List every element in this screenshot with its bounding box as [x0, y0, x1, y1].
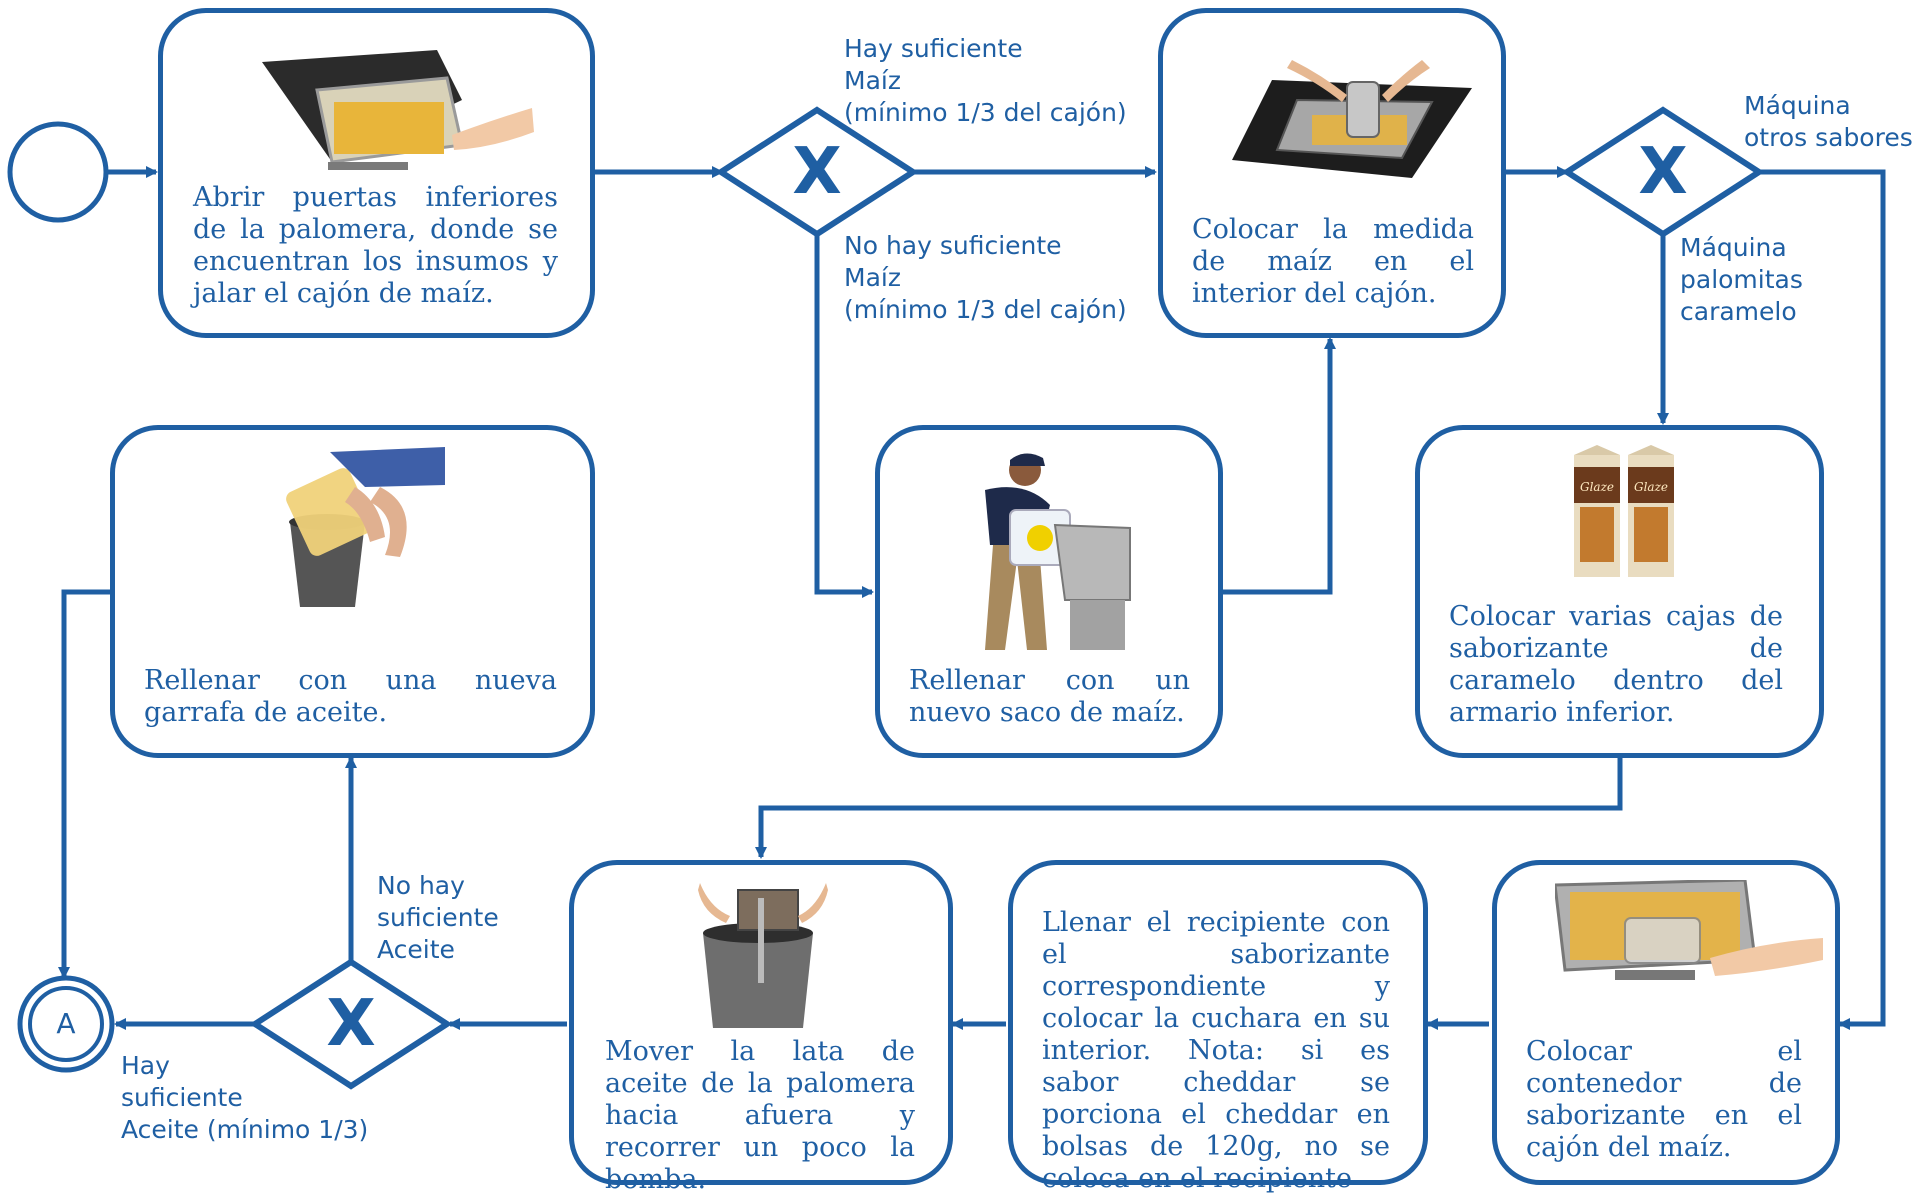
- gateway-maquina-diamond: [1561, 106, 1765, 238]
- gateway-aceite-yes-label: Hay suficiente Aceite (mínimo 1/3): [121, 1051, 369, 1144]
- task-rellenar-aceite-text: Rellenar con una nueva garrafa de aceite…: [144, 665, 557, 728]
- task-colocar-medida-text: Colocar la medida de maíz en el interior…: [1192, 214, 1474, 309]
- gateway-maiz-diamond: [715, 106, 919, 238]
- task-mover-lata-text: Mover la lata de aceite de la palomera h…: [605, 1036, 915, 1195]
- gateway-maiz-symbol: X: [792, 135, 842, 209]
- gateway-maquina-caramelo-label: Máquina palomitas caramelo: [1680, 233, 1803, 326]
- flow-rellenar-maiz-to-medida: [1223, 337, 1336, 595]
- measuring-cup-photo: [1232, 60, 1472, 178]
- person-pouring-corn-photo: [985, 453, 1131, 650]
- gateway-maiz-yes-label: Hay suficiente Maíz (mínimo 1/3 del cajó…: [844, 34, 1127, 127]
- oil-can-pump-photo: [698, 883, 828, 1028]
- flavor-container-drawer-photo: [1555, 880, 1823, 980]
- end-event-double-circle: [17, 975, 115, 1073]
- task-rellenar-maiz: [875, 425, 1223, 758]
- flow-cajas-to-mover-lata: [755, 758, 1623, 859]
- gateway-aceite-no-label: No hay suficiente Aceite: [377, 871, 499, 964]
- gateway-aceite-diamond: [249, 958, 453, 1090]
- gateway-maquina-otros-label: Máquina otros sabores: [1744, 91, 1913, 152]
- task-colocar-contenedor-text: Colocar el contenedor de saborizante en …: [1526, 1036, 1802, 1163]
- flow-gateway-maiz-no: [814, 234, 874, 598]
- svg-text:Glaze: Glaze: [1580, 480, 1614, 494]
- glaze-pop-boxes-photo: Glaze Glaze: [1574, 445, 1674, 577]
- svg-text:Glaze: Glaze: [1634, 480, 1668, 494]
- gateway-aceite-symbol: X: [326, 987, 376, 1061]
- gateway-maiz-no-label: No hay suficiente Maíz (mínimo 1/3 del c…: [844, 231, 1127, 324]
- task-abrir-puertas-text: Abrir puertas inferiores de la palomera,…: [193, 182, 558, 309]
- flow-gateway-otros: [1759, 169, 1886, 1030]
- task-colocar-medida: [1158, 8, 1506, 338]
- task-colocar-cajas-text: Colocar varias cajas de saborizante de c…: [1449, 601, 1783, 728]
- flow-rellenar-aceite-to-end: [58, 589, 110, 979]
- task-llenar-recipiente-text: Llenar el recipiente con el saborizante …: [1042, 907, 1390, 1194]
- task-llenar-recipiente: [1008, 860, 1428, 1185]
- start-event-circle: [7, 121, 109, 223]
- oil-jug-pouring-photo: [286, 447, 445, 607]
- end-event-letter: A: [56, 1007, 76, 1040]
- popcorn-drawer-photo: [262, 50, 534, 170]
- task-rellenar-maiz-text: Rellenar con un nuevo saco de maíz.: [909, 665, 1190, 728]
- gateway-maquina-symbol: X: [1638, 135, 1688, 209]
